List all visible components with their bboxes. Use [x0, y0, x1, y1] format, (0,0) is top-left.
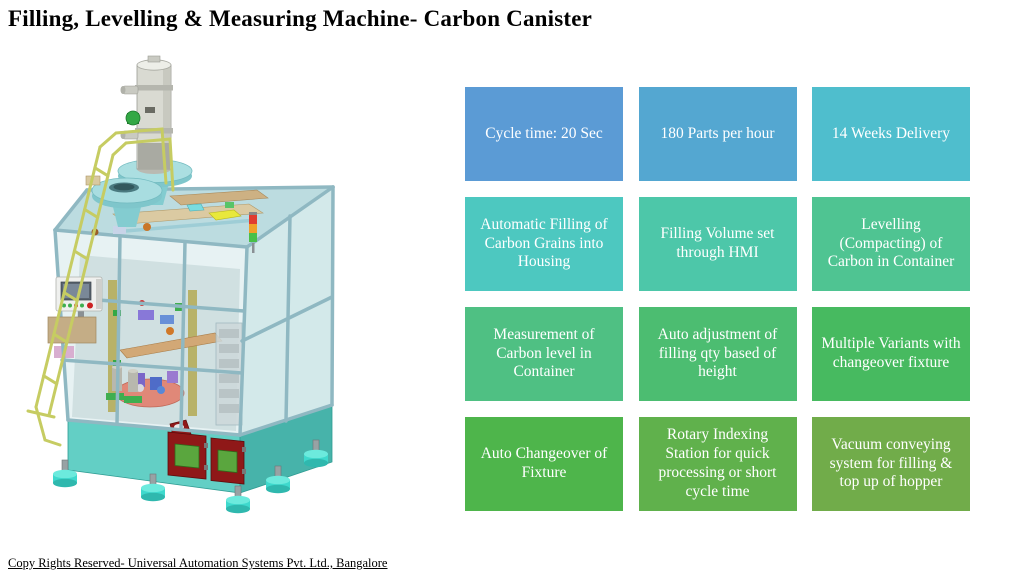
machine-conveyor-cylinder	[120, 55, 173, 174]
feature-cell: 180 Parts per hour	[638, 87, 797, 181]
machine-frame	[53, 185, 335, 437]
feature-cell: Filling Volume set through HMI	[638, 197, 797, 291]
feature-cell-label: Filling Volume set through HMI	[660, 225, 775, 261]
feature-cell: Automatic Filling of Carbon Grains into …	[465, 197, 623, 291]
feature-cell-label: Auto Changeover of Fixture	[480, 445, 608, 481]
feature-cell: Vacuum conveying system for filling & to…	[812, 417, 970, 511]
machine-ladder	[26, 127, 175, 447]
feature-cell: Multiple Variants with changeover fixtur…	[812, 307, 970, 401]
feature-cell: Measurement of Carbon level in Container	[465, 307, 623, 401]
feature-cell-label: 14 Weeks Delivery	[831, 124, 951, 142]
machine-deck	[91, 189, 269, 236]
feature-cell-label: 180 Parts per hour	[660, 124, 775, 142]
feature-cell: Cycle time: 20 Sec	[465, 87, 623, 181]
feature-cell-label: Rotary Indexing Station for quick proces…	[658, 426, 777, 500]
feature-cell: Auto adjustment of filling qty based of …	[638, 307, 797, 401]
feature-grid: Cycle time: 20 Sec 180 Parts per hour 14 W…	[465, 87, 970, 511]
feature-cell-label: Cycle time: 20 Sec	[485, 124, 603, 142]
feature-cell: 14 Weeks Delivery	[812, 87, 970, 181]
feature-cell-label: Auto adjustment of filling qty based of …	[657, 325, 778, 381]
feature-cell-label: Vacuum conveying system for filling & to…	[829, 435, 953, 491]
feature-cell-label: Automatic Filling of Carbon Grains into …	[480, 215, 608, 271]
feature-cell-label: Levelling (Compacting) of Carbon in Cont…	[827, 215, 955, 271]
copyright-footer: Copy Rights Reserved- Universal Automati…	[8, 556, 388, 570]
feature-cell-label: Measurement of Carbon level in Container	[493, 325, 595, 381]
machine-render	[20, 55, 350, 523]
machine-interior	[54, 255, 243, 431]
signal-tower-icon	[249, 212, 257, 253]
feature-cell-label: Multiple Variants with changeover fixtur…	[821, 335, 961, 371]
feature-cell: Levelling (Compacting) of Carbon in Cont…	[812, 197, 970, 291]
page-title: Filling, Levelling & Measuring Machine- …	[8, 6, 593, 31]
machine-illustration	[26, 55, 335, 514]
feature-cell: Rotary Indexing Station for quick proces…	[638, 417, 797, 511]
feature-cell: Auto Changeover of Fixture	[465, 417, 623, 511]
